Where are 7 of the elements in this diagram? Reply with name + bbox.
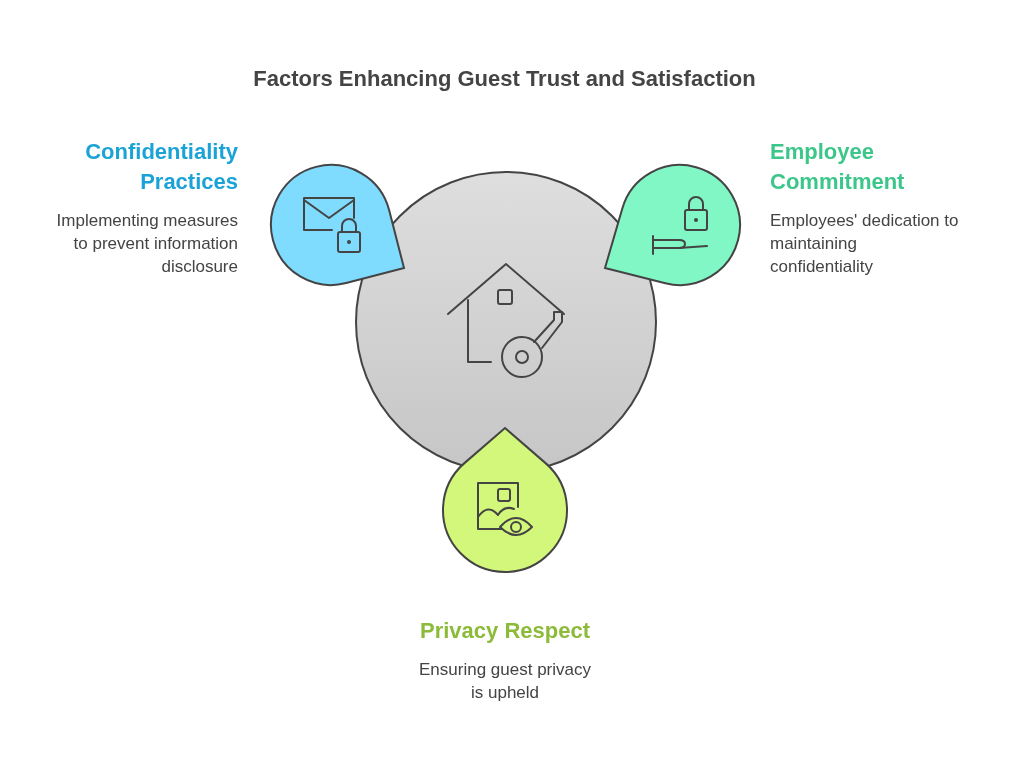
factor-heading: Confidentiality Practices <box>84 138 238 196</box>
diagram-title: Factors Enhancing Guest Trust and Satisfaction <box>253 65 756 93</box>
factor-heading: Privacy Respect <box>419 617 591 645</box>
factor-heading: Employee Commitment <box>770 138 906 196</box>
factor-description: Implementing measures to prevent information disclosure <box>55 210 238 278</box>
factor-description: Employees' dedication to maintaining confidentiality <box>770 210 960 278</box>
factor-description: Ensuring guest privacy is upheld <box>418 659 592 704</box>
